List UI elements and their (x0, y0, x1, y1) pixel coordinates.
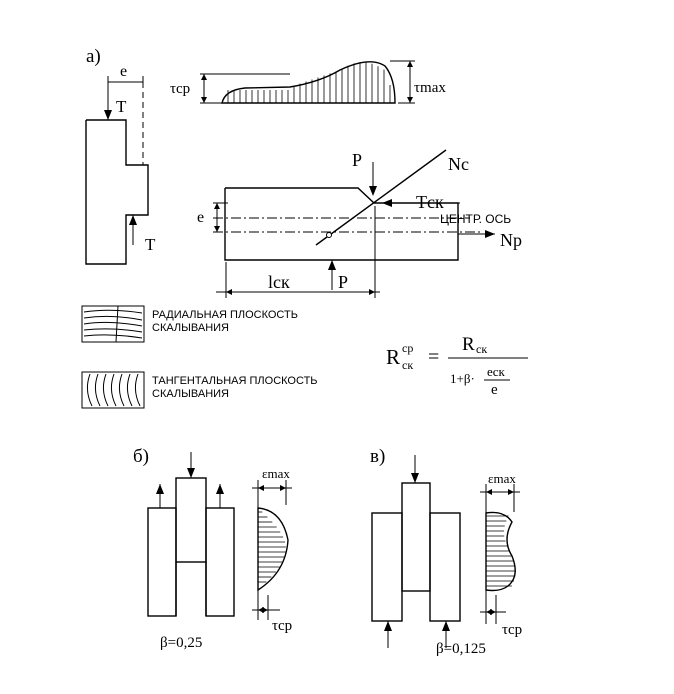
legend-tangential-line2: СКАЛЫВАНИЯ (152, 388, 229, 400)
dim-e-top: e (107, 63, 144, 88)
force-t-top: T (116, 97, 127, 116)
specimen-v (371, 455, 461, 648)
panel-b-beta: β=0,25 (160, 635, 202, 651)
legend-tangential-swatch (81, 371, 145, 409)
tau-avg-label: τср (170, 81, 190, 97)
legend-radial-line2: СКАЛЫВАНИЯ (152, 322, 229, 334)
legend-radial-swatch (81, 305, 145, 343)
force-p-bottom: P (338, 272, 348, 292)
panel-v-beta: β=0,125 (436, 641, 486, 657)
formula-lhs-sub: ск (402, 358, 413, 372)
formula-num-sub: ск (476, 342, 487, 356)
legend-tangential-line1: ТАНГЕНТАЛЬНАЯ ПЛОСКОСТЬ (152, 375, 318, 387)
stress-curve-v (480, 484, 520, 624)
beam-a (213, 149, 495, 298)
formula-num-r: R (462, 334, 475, 355)
formula-den-den: e (491, 382, 498, 398)
legend-radial-line1: РАДИАЛЬНАЯ ПЛОСКОСТЬ (152, 309, 298, 321)
force-t-bottom: T (145, 235, 156, 254)
formula-den-num: eск (487, 364, 506, 379)
panel-v-eps: εmax (488, 471, 516, 486)
panel-v-label: в) (370, 446, 385, 467)
centr-axis-label: ЦЕНТР. ОСЬ (440, 212, 511, 226)
panel-a-label: а) (86, 46, 101, 67)
force-tck: Tск (416, 192, 444, 212)
specimen-a-left (85, 82, 149, 265)
panel-b-label: б) (133, 446, 149, 467)
panel-v-tau: τср (502, 622, 522, 638)
tau-max-label: τmax (414, 80, 446, 96)
panel-b-eps: εmax (262, 466, 290, 481)
force-nc: Nc (448, 154, 469, 174)
formula-equals: = (428, 346, 439, 368)
formula: R ср ск = R ск 1+β· eск e (386, 334, 528, 398)
panel-b-tau: τср (272, 618, 292, 634)
force-np: Nр (500, 230, 522, 250)
formula-lhs-r: R (386, 345, 400, 369)
dim-e-label: e (120, 63, 127, 80)
formula-den-prefix: 1+β· (450, 371, 475, 386)
stress-curve-a (200, 60, 415, 104)
stress-curve-b (252, 480, 292, 620)
formula-lhs-sup: ср (402, 341, 413, 355)
force-p-top: P (352, 150, 362, 170)
specimen-b (147, 452, 235, 617)
dim-e2-label: e (197, 209, 204, 226)
dim-lck-label: lск (268, 272, 290, 292)
